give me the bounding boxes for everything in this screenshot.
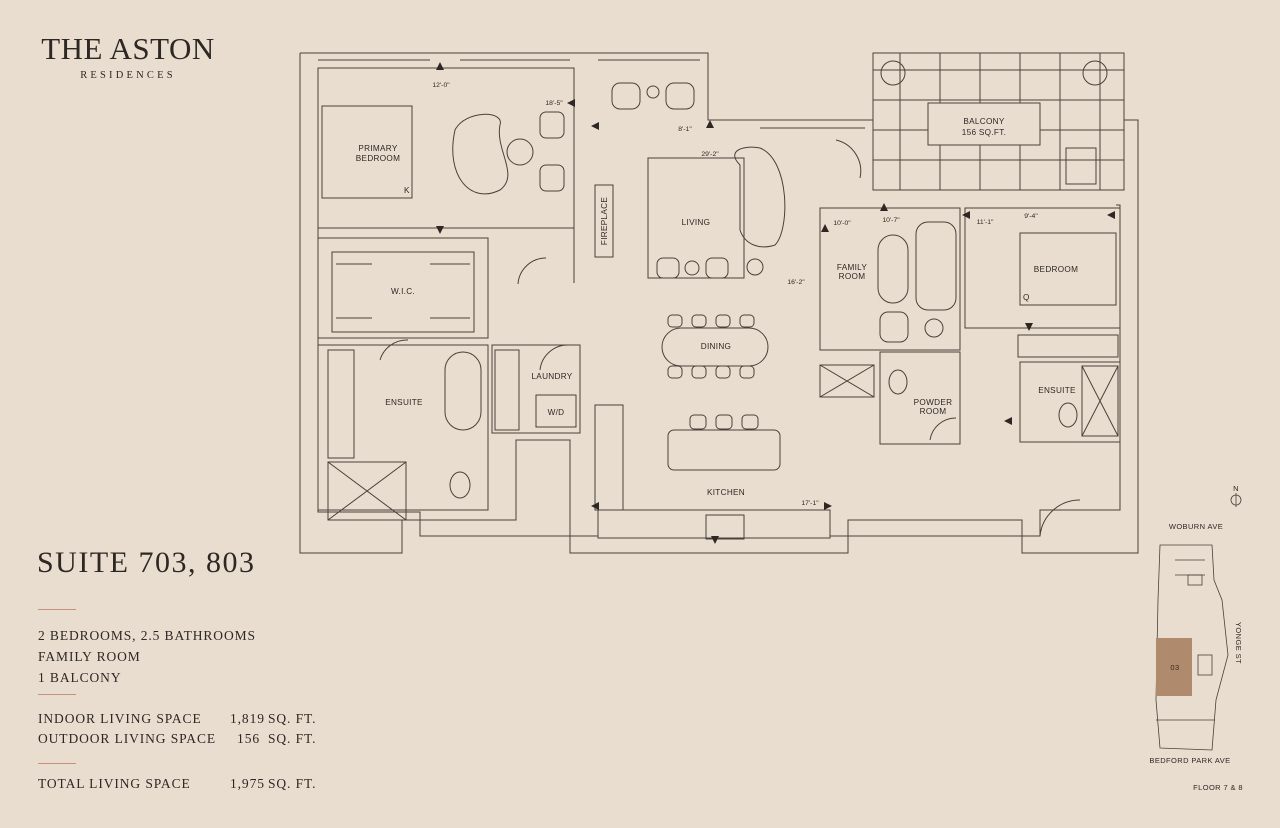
dim-bedroom-width: 11'-1" [977, 219, 994, 226]
feature-balcony: 1 BALCONY [38, 670, 122, 685]
divider [38, 609, 76, 610]
space-row-outdoor: OUTDOOR LIVING SPACE 156 SQ. FT. [38, 731, 328, 751]
bedroom [964, 207, 1121, 329]
brand-subtitle: RESIDENCES [80, 70, 176, 81]
label-bed-q: Q [1023, 293, 1030, 302]
keymap-street-right: YONGE ST [1234, 622, 1243, 664]
primary-bedroom [317, 67, 575, 229]
dim-living-width: 8'-1" [678, 126, 692, 133]
dining-table [661, 327, 769, 367]
label-wic: W.I.C. [391, 287, 415, 296]
balcony [872, 52, 1125, 191]
label-bedroom-ensuite: ENSUITE [1038, 386, 1076, 395]
total-value: 1,975 [230, 776, 265, 791]
suite-features: 2 BEDROOMS, 2.5 BATHROOMS FAMILY ROOM 1 … [38, 625, 256, 688]
space-value: 156 [237, 731, 260, 746]
primary-bed [321, 105, 413, 199]
space-label: OUTDOOR LIVING SPACE [38, 731, 217, 746]
primary-ensuite [317, 344, 489, 511]
divider [38, 763, 76, 764]
label-primary-bedroom-1: PRIMARY [358, 144, 397, 153]
keymap-north: N [1233, 484, 1239, 493]
label-wd: W/D [548, 408, 565, 417]
kitchen-island [667, 429, 781, 471]
space-row-indoor: INDOOR LIVING SPACE 1,819 SQ. FT. [38, 711, 328, 731]
dim-living-depth: 29'-2" [701, 151, 719, 158]
key-map: 03 N WOBURN AVE YONGE ST BEDFORD PARK AV… [1149, 484, 1243, 792]
dim-primary-depth: 18'-5" [545, 100, 563, 107]
powder-room [879, 351, 961, 445]
space-value: 1,819 [230, 711, 265, 726]
label-laundry: LAUNDRY [531, 372, 572, 381]
walk-in-closet [317, 237, 489, 339]
label-powder-room-1: POWDER [914, 398, 953, 407]
total-unit: SQ. FT. [268, 776, 317, 791]
dim-family-width: 10'-0" [833, 220, 851, 227]
label-fireplace: FIREPLACE [600, 197, 609, 245]
laundry [491, 344, 581, 434]
space-unit: SQ. FT. [268, 711, 317, 726]
feature-family-room: FAMILY ROOM [38, 649, 141, 664]
label-powder-room-2: ROOM [920, 407, 947, 416]
space-row-total: TOTAL LIVING SPACE 1,975 SQ. FT. [38, 776, 328, 796]
dim-balcony-a: 10'-7" [882, 217, 900, 224]
brand-title: THE ASTON [41, 31, 215, 66]
bedroom-bed [1019, 232, 1117, 306]
family-room [819, 207, 961, 351]
label-bed-k: K [404, 186, 410, 195]
label-dining: DINING [701, 342, 731, 351]
dim-balcony-b: 9'-4" [1024, 213, 1038, 220]
label-balcony: BALCONY [963, 117, 1004, 126]
total-living-space: TOTAL LIVING SPACE 1,975 SQ. FT. [38, 776, 328, 796]
brand-logo: THE ASTON RESIDENCES [38, 31, 218, 82]
keymap-unit-highlight [1156, 638, 1192, 696]
living-rug [647, 157, 745, 279]
label-living: LIVING [682, 218, 711, 227]
divider [38, 694, 76, 695]
label-family-room-1: FAMILY [837, 263, 868, 272]
keymap-street-top: WOBURN AVE [1169, 522, 1223, 531]
bathtub [444, 351, 482, 431]
label-balcony-area: 156 SQ.FT. [962, 128, 1006, 137]
label-bedroom: BEDROOM [1034, 265, 1078, 274]
living-space-list: INDOOR LIVING SPACE 1,819 SQ. FT. OUTDOO… [38, 711, 328, 751]
dim-primary-width: 12'-0" [432, 82, 450, 89]
label-primary-ensuite: ENSUITE [385, 398, 423, 407]
space-unit: SQ. FT. [268, 731, 317, 746]
fireplace [594, 184, 614, 258]
keymap-street-bottom: BEDFORD PARK AVE [1149, 756, 1230, 765]
label-primary-bedroom-2: BEDROOM [356, 154, 400, 163]
label-family-room-2: ROOM [839, 272, 866, 281]
keymap-floor: FLOOR 7 & 8 [1193, 783, 1243, 792]
suite-title: SUITE 703, 803 [37, 546, 256, 579]
dim-family-depth: 16'-2" [787, 279, 805, 286]
total-label: TOTAL LIVING SPACE [38, 776, 191, 791]
space-label: INDOOR LIVING SPACE [38, 711, 202, 726]
feature-bedrooms: 2 BEDROOMS, 2.5 BATHROOMS [38, 628, 256, 643]
dim-kitchen-width: 17'-1" [801, 500, 819, 507]
keymap-unit: 03 [1170, 663, 1179, 672]
label-kitchen: KITCHEN [707, 488, 745, 497]
bedroom-ensuite [1019, 361, 1121, 443]
